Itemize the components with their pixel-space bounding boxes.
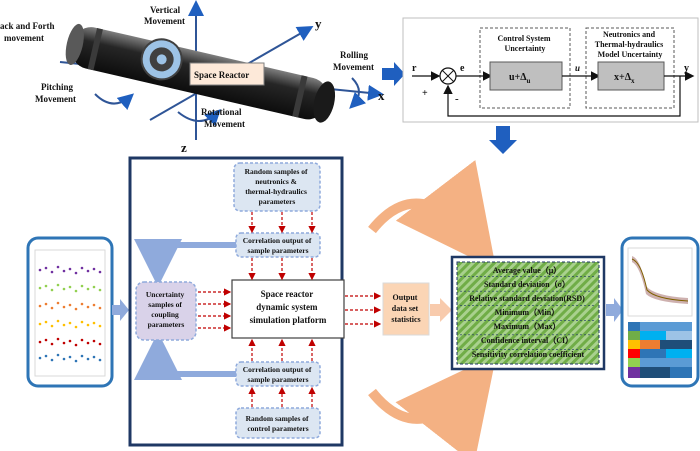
phone-to-platform-arrow bbox=[112, 299, 129, 321]
output-statistics-label: Output data set statistics bbox=[391, 293, 420, 324]
plus-sign: + bbox=[422, 88, 428, 99]
stat-sensitivity: Sensitivity correlation coefficient bbox=[472, 350, 585, 359]
stat-average: Average value（μ） bbox=[493, 265, 562, 275]
pitching-arrow bbox=[94, 93, 134, 110]
signal-y-label: y bbox=[684, 63, 689, 74]
stat-ci: Confidence interval（CI） bbox=[481, 335, 573, 345]
model-block bbox=[597, 61, 665, 91]
rolling-movement-label: Rolling Movement bbox=[333, 50, 374, 72]
control-diagram bbox=[402, 17, 699, 123]
y-axis-label: y bbox=[315, 16, 322, 31]
z-axis-label: z bbox=[181, 140, 187, 155]
heatmap bbox=[628, 322, 692, 378]
bottom-loop-arrow bbox=[134, 332, 236, 380]
output-statistics-box bbox=[382, 282, 430, 336]
feedback-line bbox=[443, 76, 681, 117]
result-mean-curve bbox=[631, 258, 689, 302]
x-axis-label: x bbox=[378, 88, 385, 103]
vertical-movement-label: Vertical Movement bbox=[144, 5, 185, 26]
top-loop-arrow bbox=[134, 239, 236, 287]
reactor-to-control-arrow bbox=[382, 62, 405, 86]
uncertainty-samples-box bbox=[135, 281, 197, 341]
stats-dividers bbox=[460, 276, 596, 350]
simulation-platform-label: Space reactor dynamic system simulation … bbox=[250, 289, 327, 325]
red-horizontal-arrows-left bbox=[198, 288, 232, 332]
rotational-arrow bbox=[177, 109, 221, 127]
left-phone bbox=[26, 236, 114, 388]
signal-u-label: u bbox=[575, 63, 580, 73]
control-uncertainty-title: Control System Uncertainty bbox=[498, 34, 553, 53]
control-block-label: u+Δu bbox=[509, 72, 531, 85]
simulation-platform-box bbox=[231, 279, 345, 339]
right-phone bbox=[620, 236, 700, 388]
model-uncertainty-dashed-box bbox=[585, 27, 675, 109]
output-to-stats-arrow bbox=[430, 298, 452, 322]
rotational-movement-label: Rotational Movement bbox=[201, 107, 245, 129]
random-control-label: Random samples of control parameters bbox=[246, 414, 311, 433]
top-correlation-label: Correlation output of sample parameters bbox=[243, 236, 314, 255]
control-uncertainty-dashed-box bbox=[479, 27, 571, 109]
space-reactor-label: Space Reactor bbox=[194, 70, 249, 80]
stat-min: Minimum（Min） bbox=[495, 307, 559, 317]
stats-panel bbox=[456, 261, 600, 365]
lower-orange-arc bbox=[368, 354, 497, 451]
control-block bbox=[489, 61, 563, 91]
upper-orange-arc bbox=[368, 160, 497, 270]
reactor-label-box bbox=[189, 62, 265, 86]
minus-sign: - bbox=[455, 93, 459, 105]
uncertainty-samples-label: Uncertainty samples of coupling paramete… bbox=[146, 290, 186, 329]
random-neutronics-label: Random samples of neutronics & thermal-h… bbox=[245, 167, 310, 206]
reactor-figure bbox=[59, 0, 384, 140]
signal-e-label: e bbox=[460, 63, 465, 74]
stats-list: Average value（μ） Standard deviation（σ） R… bbox=[469, 265, 587, 359]
scatter-dots bbox=[38, 265, 102, 363]
model-uncertainty-title: Neutronics and Thermal-hydraulics Model … bbox=[595, 30, 665, 59]
stats-to-phone-arrow bbox=[606, 298, 623, 322]
model-block-label: x+Δx bbox=[614, 72, 635, 85]
control-to-platform-arrow bbox=[489, 126, 517, 154]
bottom-correlation-label: Correlation output of sample parameters bbox=[243, 365, 314, 384]
stat-std-dev: Standard deviation（σ） bbox=[484, 279, 570, 289]
random-control-box bbox=[235, 407, 321, 439]
rolling-arrow bbox=[349, 77, 367, 109]
stat-rsd: Relative standard deviation(RSD) bbox=[469, 294, 585, 303]
back-forth-movement-label: ack and Forth movement bbox=[0, 21, 57, 43]
result-band bbox=[632, 256, 688, 304]
pitching-movement-label: Pitching Movement bbox=[35, 82, 76, 104]
signal-r-label: r bbox=[412, 63, 417, 74]
red-horizontal-arrows-right bbox=[345, 292, 382, 328]
red-vertical-arrows bbox=[248, 212, 316, 407]
stat-max: Maximum（Max） bbox=[493, 321, 560, 331]
random-neutronics-box bbox=[233, 162, 321, 212]
